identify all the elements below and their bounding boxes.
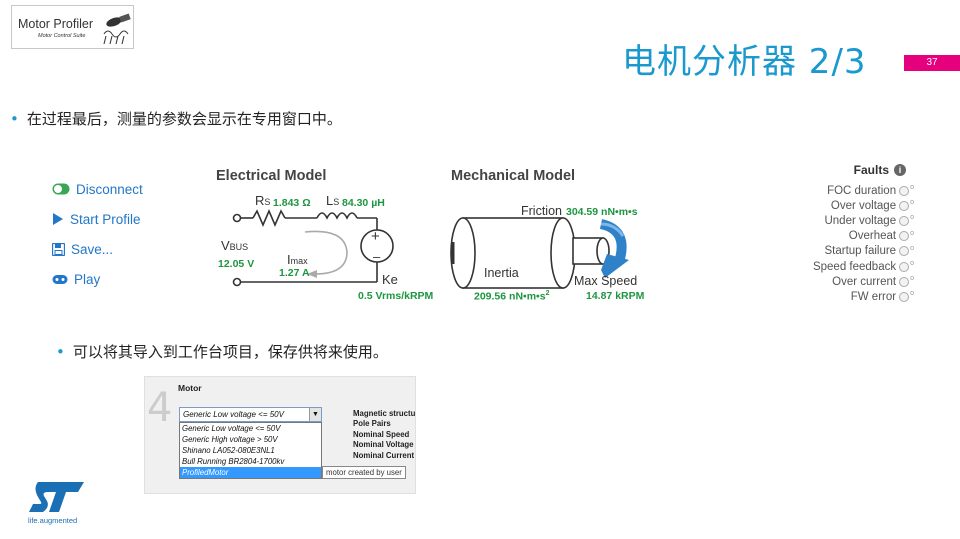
motor-profiler-logo: Motor Profiler Motor Control Suite [11,5,134,49]
fault-led-icon [899,291,910,302]
model-diagram [232,208,629,289]
fault-led-icon [899,276,910,287]
rs-label: RS [255,193,271,208]
workbench-motor-selector: 4 Motor Generic Low voltage <= 50V ▼ Gen… [144,376,416,494]
motor-option[interactable]: Generic Low voltage <= 50V [182,424,281,433]
prop-pole-pairs: Pole Pairs [353,419,391,429]
current-arrow [304,230,348,275]
step-number: 4 [147,385,173,431]
motor-select-value: Generic Low voltage <= 50V [183,410,284,419]
ke-value: 0.5 Vrms/kRPM [358,290,434,302]
prop-nominal-current: Nominal Current [353,450,415,460]
plus-sign: + [371,228,380,245]
motor-section-label: Motor [178,383,202,393]
disconnect-label: Disconnect [76,181,143,197]
fault-led-icon [899,261,910,272]
page-number-badge: 37 [904,55,960,71]
mechanical-model-title: Mechanical Model [451,168,576,184]
max-speed-value: 14.87 kRPM [586,290,645,302]
profiler-actions: Disconnect Start Profile Save... Play [52,174,143,294]
motor-dropdown-list: Generic Low voltage <= 50V Generic High … [179,422,322,479]
disconnect-button[interactable]: Disconnect [52,174,143,204]
fault-led-icon [899,200,910,211]
bullet-point-1: • 在过程最后，测量的参数会显示在专用窗口中。 [10,108,342,129]
vbus-label: VBUS [221,238,249,253]
max-speed-label: Max Speed [574,274,638,288]
logo-title: Motor Profiler [18,17,94,31]
fault-led-icon [899,231,910,242]
save-label: Save... [71,241,114,257]
play-triangle-icon [53,213,63,225]
bullet-dot-icon: • [56,343,65,361]
toggle-icon [52,183,70,195]
play-label: Play [74,271,101,287]
prop-nominal-speed: Nominal Speed [353,429,410,439]
fault-led-icon [899,246,910,257]
option-tooltip: motor created by user [322,466,406,479]
motor-properties: Magnetic structu Pole Pairs Nominal Spee… [353,409,415,461]
fault-led-icon [899,215,910,226]
ke-label: Ke [382,272,398,287]
friction-label: Friction [521,204,562,218]
logo-subtitle: Motor Control Suite [38,33,86,39]
inertia-value: 209.56 nN•m•s2 [474,290,550,303]
motor-cylinder [450,217,610,289]
ls-label: LS [326,193,340,208]
vbus-value: 12.05 V [218,258,255,270]
motor-option[interactable]: Bull Running BR2804-1700kv [182,457,285,466]
ls-value: 84.30 µH [342,197,385,209]
save-button[interactable]: Save... [52,234,143,264]
faults-header: Faults i [854,163,906,177]
chevron-down-icon[interactable]: ▼ [309,408,321,421]
motor-option-profiled[interactable]: ProfiledMotor [180,467,321,478]
rs-value: 1.843 Ω [273,197,311,209]
friction-value: 304.59 nN•m•s [566,206,638,218]
info-icon[interactable]: i [894,164,906,176]
bullet-text-2: 可以将其导入到工作台项目，保存供将来使用。 [72,343,388,361]
faults-title: Faults [853,163,889,177]
motor-logo-icon [103,13,131,45]
st-tagline: life.augmented [28,516,78,525]
bullet-text-1: 在过程最后，测量的参数会显示在专用窗口中。 [26,110,342,128]
motor-option[interactable]: Generic High voltage > 50V [182,435,278,444]
slide-title: 电机分析器 2/3 [622,42,867,82]
inductor-symbol [316,212,358,220]
inertia-label: Inertia [484,266,519,280]
bullet-point-2: • 可以将其导入到工作台项目，保存供将来使用。 [56,341,388,362]
play-button[interactable]: Play [52,264,143,294]
fault-led-icon [899,185,910,196]
start-profile-label: Start Profile [70,211,141,227]
rotation-arrow-icon [599,219,629,278]
motor-select[interactable]: Generic Low voltage <= 50V ▼ [179,407,322,422]
electrical-model-title: Electrical Model [216,168,327,184]
st-logo-icon [29,482,84,512]
start-profile-button[interactable]: Start Profile [52,204,143,234]
minus-sign: – [373,249,381,264]
gamepad-icon [52,274,68,284]
imax-value: 1.27 A [279,267,310,279]
resistor-symbol [252,208,286,228]
prop-nominal-voltage: Nominal Voltage [353,440,414,450]
bullet-dot-icon: • [10,110,19,128]
motor-option[interactable]: Shinano LA052-080E3NL1 [182,446,275,455]
imax-label: Imax [287,252,308,267]
prop-magnetic-structure: Magnetic structu [353,409,416,418]
floppy-disk-icon [52,242,65,256]
electrical-circuit [232,208,394,287]
